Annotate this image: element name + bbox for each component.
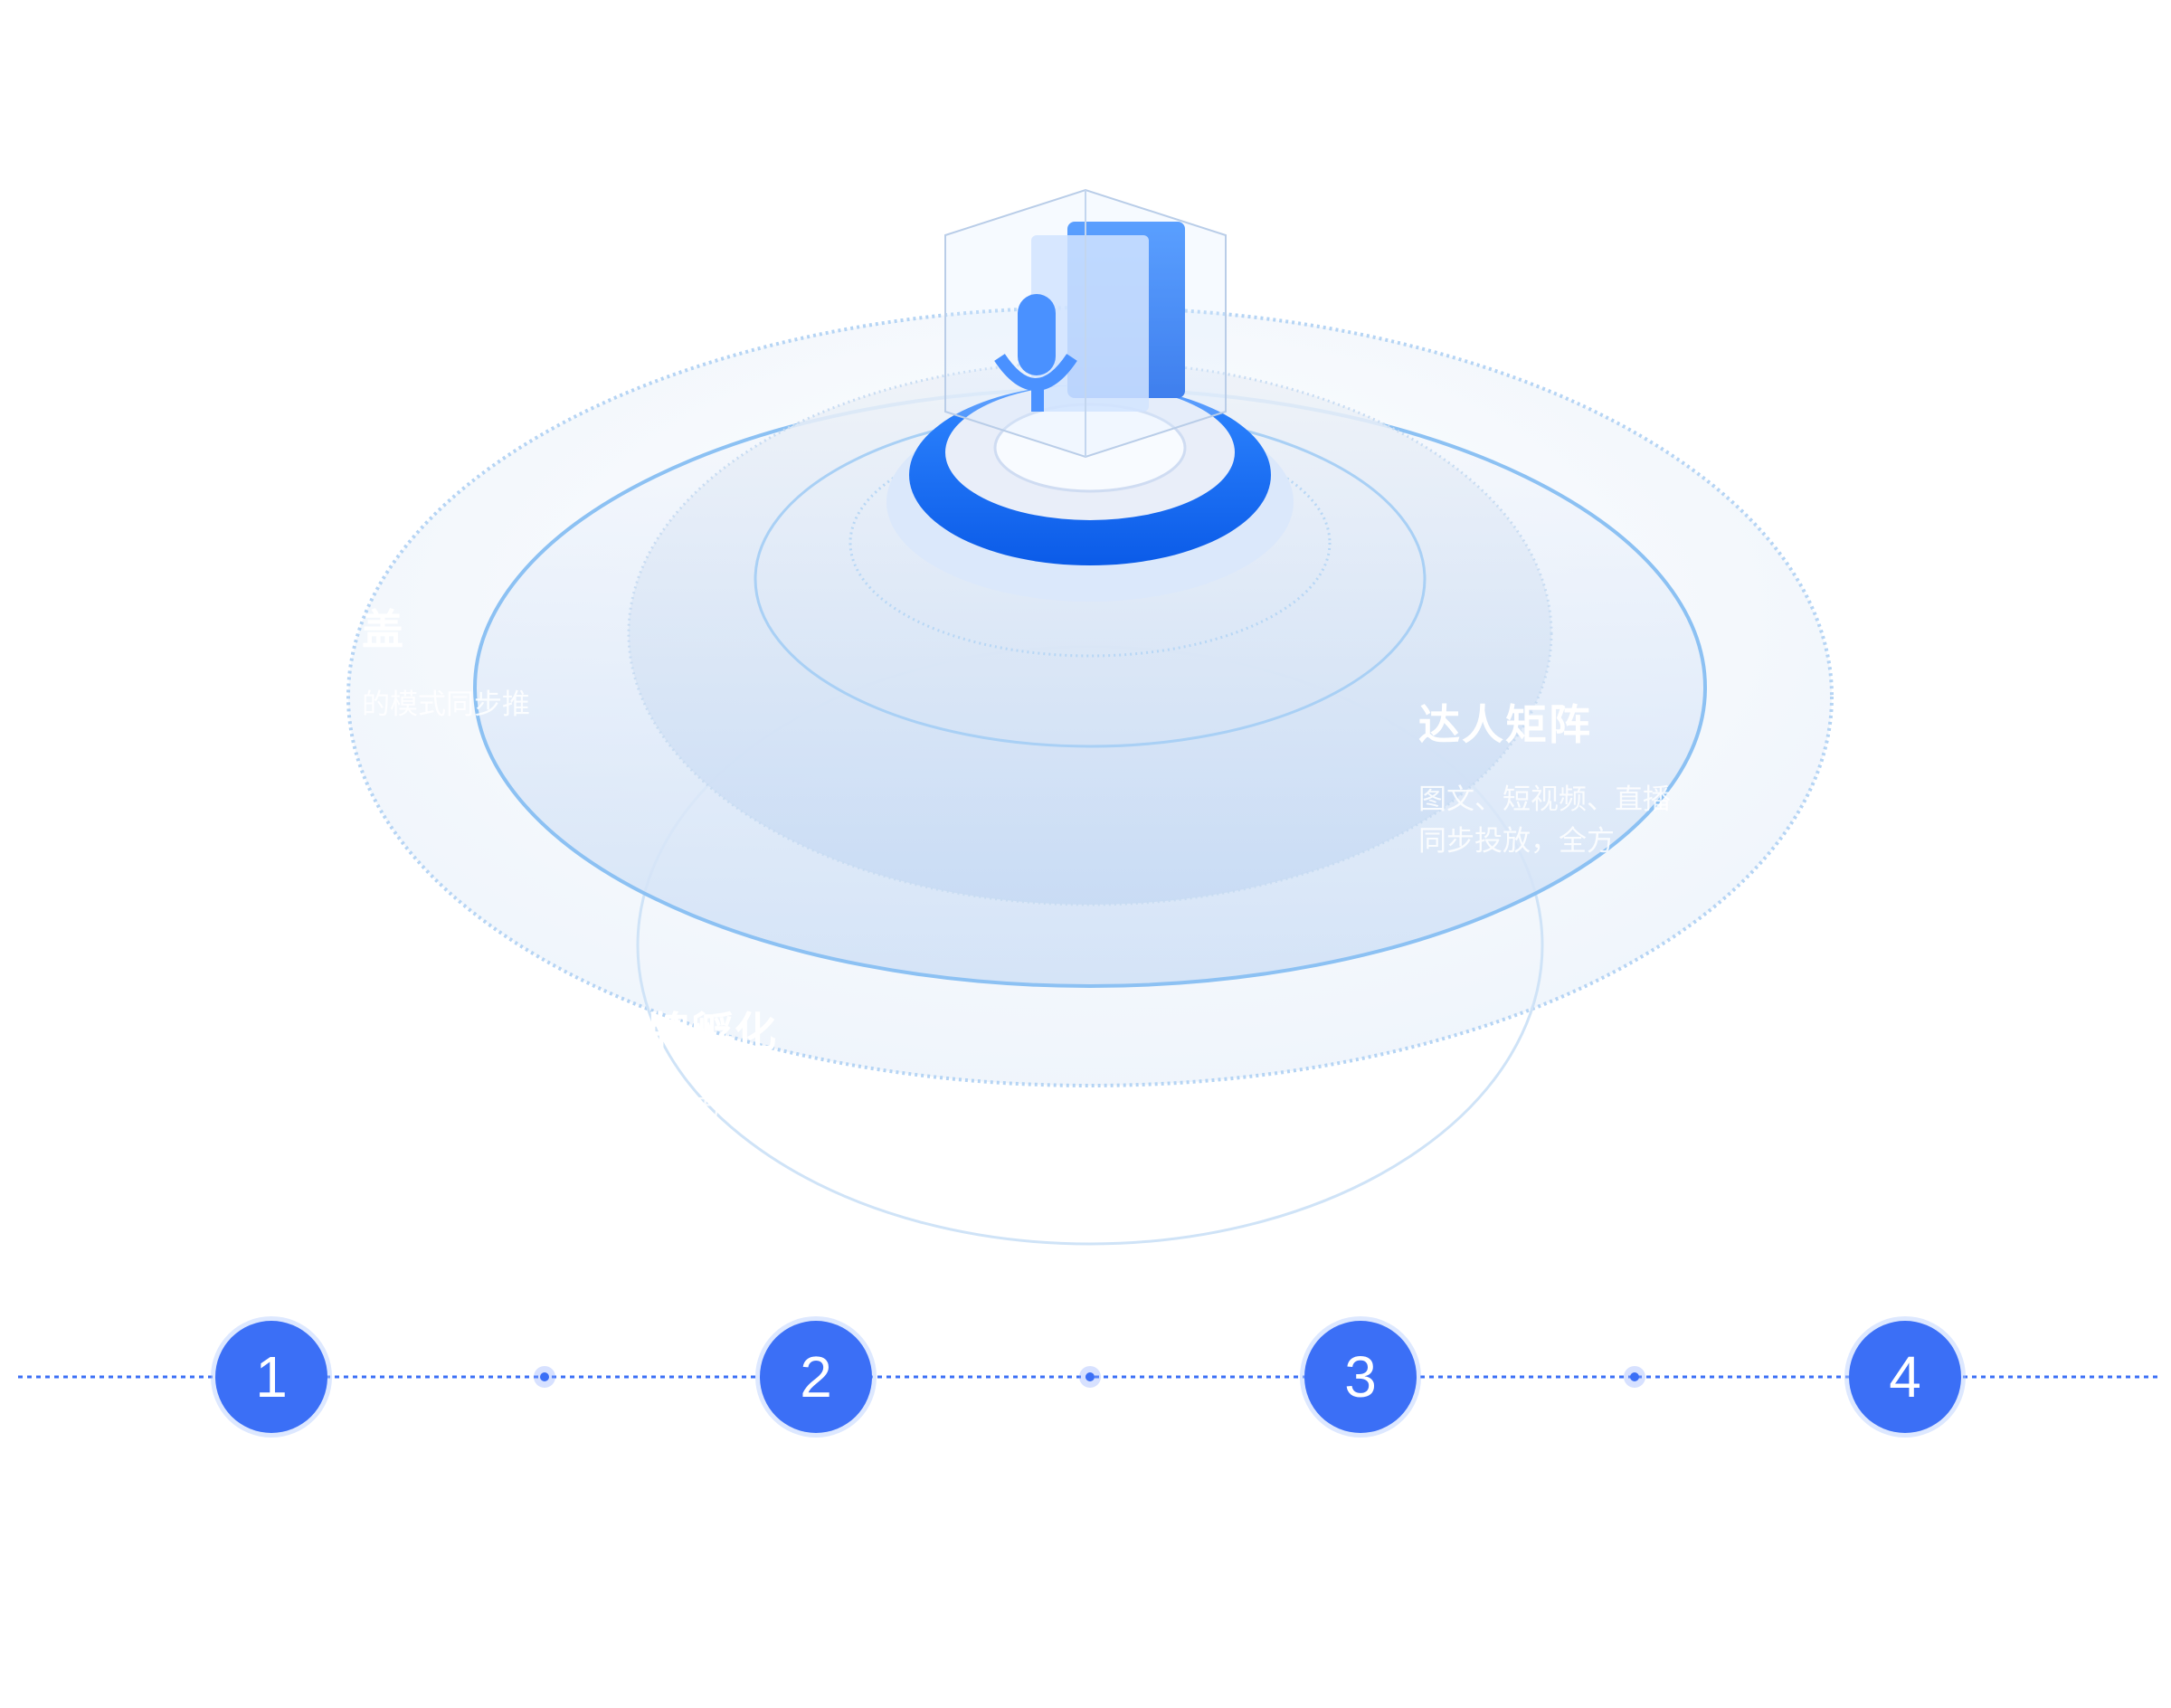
step-number: 2: [800, 1344, 832, 1409]
microphone-icon: [1018, 294, 1056, 375]
inner-ring: [627, 360, 1553, 906]
feature-desc: 的模式同步推: [362, 688, 530, 721]
feature-label-bottom: 品牌孵化 方案规划，品牌突破，爆款打造: [604, 1000, 1087, 1128]
hero-illustration: [346, 188, 1834, 1246]
step-number: 4: [1889, 1344, 1921, 1409]
feature-label-top-left: 盖 的模式同步推: [362, 597, 530, 726]
feature-label-right: 达人矩阵 图文、短视频、直播 同步投放，全方: [1418, 692, 1671, 862]
feature-title: 盖: [362, 605, 405, 654]
step-3[interactable]: 3: [1304, 1321, 1417, 1433]
feature-desc: 方案规划，品牌突破，爆款打造: [695, 1091, 1087, 1124]
inner-disc: [629, 362, 1551, 905]
feature-title: 品牌孵化: [604, 1008, 778, 1057]
feature-desc-line1: 图文、短视频、直播: [1418, 783, 1671, 816]
step-number: 3: [1344, 1344, 1377, 1409]
feature-desc-line2: 同步投放，全方: [1418, 825, 1615, 858]
media-icon: [944, 188, 1227, 459]
step-number: 1: [255, 1344, 288, 1409]
feature-title: 达人矩阵: [1418, 700, 1592, 749]
step-2[interactable]: 2: [760, 1321, 872, 1433]
steps-timeline: 1 2 3 4: [0, 1321, 2171, 1447]
timeline-dot: [1079, 1366, 1101, 1388]
timeline-dot: [534, 1366, 555, 1388]
timeline-dot: [1624, 1366, 1645, 1388]
step-1[interactable]: 1: [215, 1321, 327, 1433]
step-4[interactable]: 4: [1849, 1321, 1961, 1433]
